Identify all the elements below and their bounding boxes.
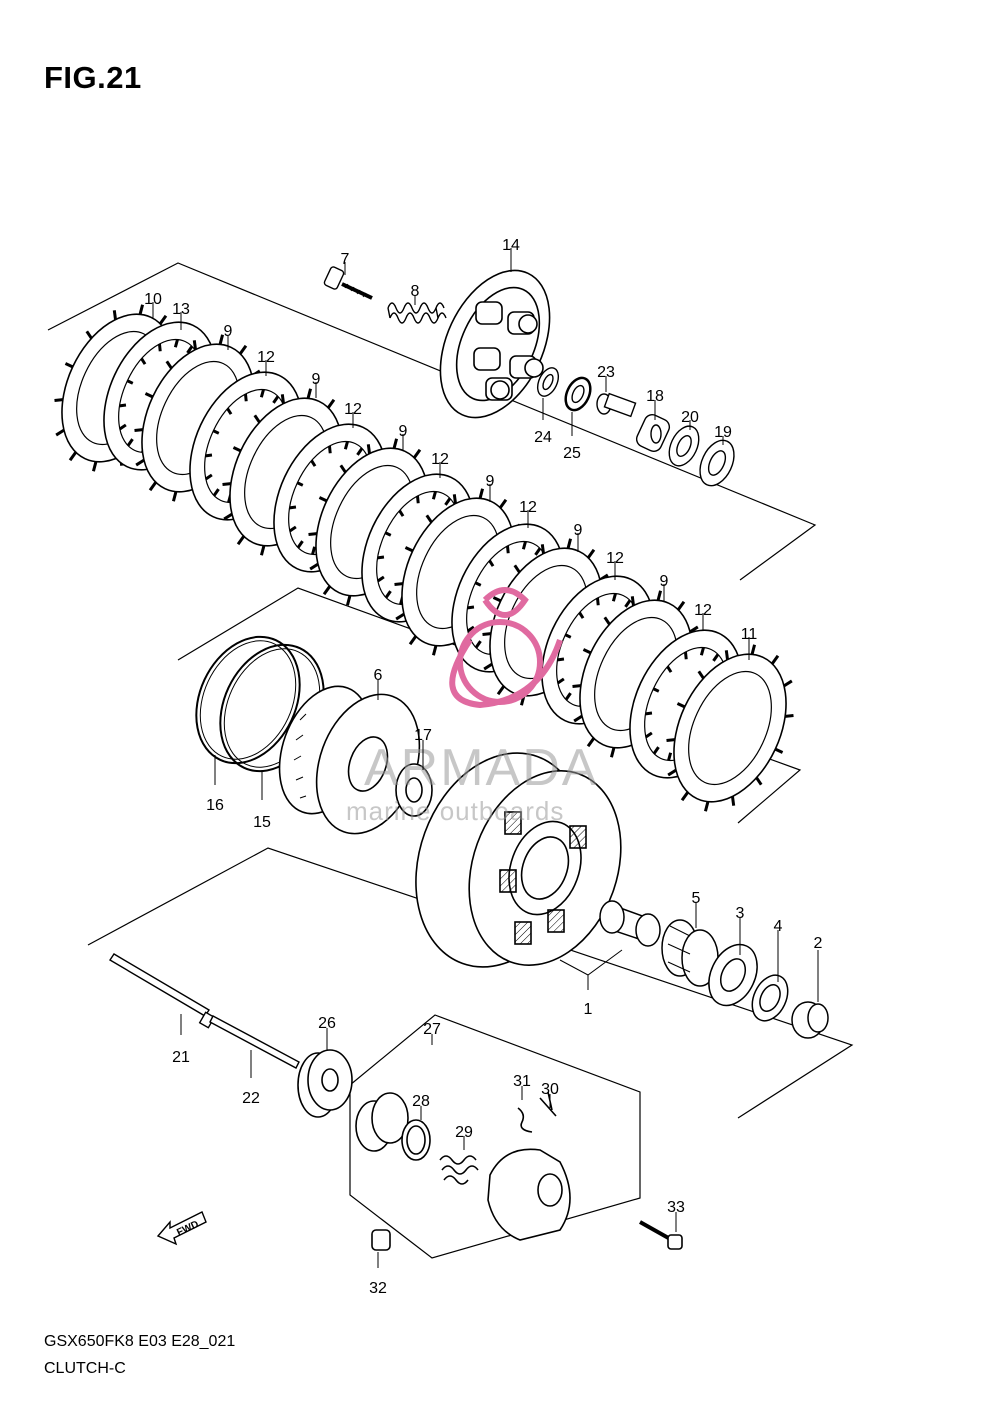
part-number-label: 14 — [502, 237, 520, 254]
part-number-label: 31 — [513, 1073, 531, 1090]
clutch-sleeve-hub — [278, 685, 421, 835]
leader-line — [559, 949, 623, 976]
release-cylinder-parts — [355, 1091, 683, 1251]
release-piston — [297, 1049, 353, 1118]
part-number-label: 25 — [563, 445, 581, 462]
clutch-basket — [415, 752, 622, 968]
part-number-label: 10 — [144, 291, 162, 308]
pressure-bolt — [323, 266, 373, 300]
part-number-label: 1 — [584, 1001, 593, 1018]
part-number-label: 29 — [455, 1124, 473, 1141]
figure-title: FIG.21 — [44, 60, 142, 95]
pressure-plate — [439, 269, 551, 419]
part-number-label: 16 — [206, 797, 224, 814]
fwd-label: FWD — [175, 1219, 200, 1239]
release-small-parts — [536, 367, 735, 487]
part-number-label: 22 — [242, 1090, 260, 1107]
part-number-label: 9 — [224, 323, 233, 340]
part-number-label: 27 — [423, 1021, 441, 1038]
part-number-label: 30 — [541, 1081, 559, 1098]
part-number-label: 2 — [814, 935, 823, 952]
part-number-label: 12 — [431, 451, 449, 468]
part-number-label: 8 — [411, 283, 420, 300]
friction-plate — [666, 644, 794, 812]
watermark-logo-icon — [449, 587, 563, 709]
part-number-label: 9 — [399, 423, 408, 440]
part-number-label: 20 — [681, 409, 699, 426]
part-number-label: 6 — [374, 667, 383, 684]
thrust-washer — [395, 763, 433, 817]
shaft-spacers — [599, 900, 829, 1039]
part-number-label: 26 — [318, 1015, 336, 1032]
part-number-label: 5 — [692, 890, 701, 907]
part-number-label: 9 — [660, 573, 669, 590]
part-number-label: 12 — [694, 602, 712, 619]
part-number-label: 9 — [486, 473, 495, 490]
part-number-label: 4 — [774, 918, 783, 935]
part-number-label: 7 — [341, 251, 350, 268]
push-rods — [109, 953, 300, 1069]
part-number-label: 12 — [519, 499, 537, 516]
part-number-label: 17 — [414, 727, 432, 744]
part-number-label: 12 — [344, 401, 362, 418]
part-number-label: 24 — [534, 429, 552, 446]
part-number-label: 13 — [172, 301, 190, 318]
part-number-label: 11 — [741, 626, 758, 643]
part-number-label: 18 — [646, 388, 664, 405]
part-number-label: 3 — [736, 905, 745, 922]
watermark: ARMADA marine outboards — [346, 587, 598, 826]
part-number-label: 12 — [606, 550, 624, 567]
leader-lines — [152, 248, 819, 1268]
part-number-label: 21 — [172, 1049, 190, 1066]
part-number-label: 33 — [667, 1199, 685, 1216]
section-name: CLUTCH-C — [44, 1360, 126, 1377]
watermark-tagline: marine outboards — [346, 796, 564, 826]
watermark-brand: ARMADA — [364, 739, 598, 797]
part-number-label: 32 — [369, 1280, 387, 1297]
fwd-arrow-icon: FWD — [156, 1211, 207, 1246]
part-callouts: 1234567899999910111212121212121314151617… — [144, 237, 822, 1297]
part-number-label: 9 — [312, 371, 321, 388]
part-number-label: 15 — [253, 814, 271, 831]
clutch-spring — [387, 302, 447, 324]
model-code: GSX650FK8 E03 E28_021 — [44, 1333, 236, 1350]
part-number-label: 23 — [597, 364, 615, 381]
part-number-label: 19 — [714, 424, 732, 441]
frame-release-cover — [349, 1014, 641, 1259]
part-number-label: 9 — [574, 522, 583, 539]
part-number-label: 12 — [257, 349, 275, 366]
part-number-label: 28 — [412, 1093, 430, 1110]
